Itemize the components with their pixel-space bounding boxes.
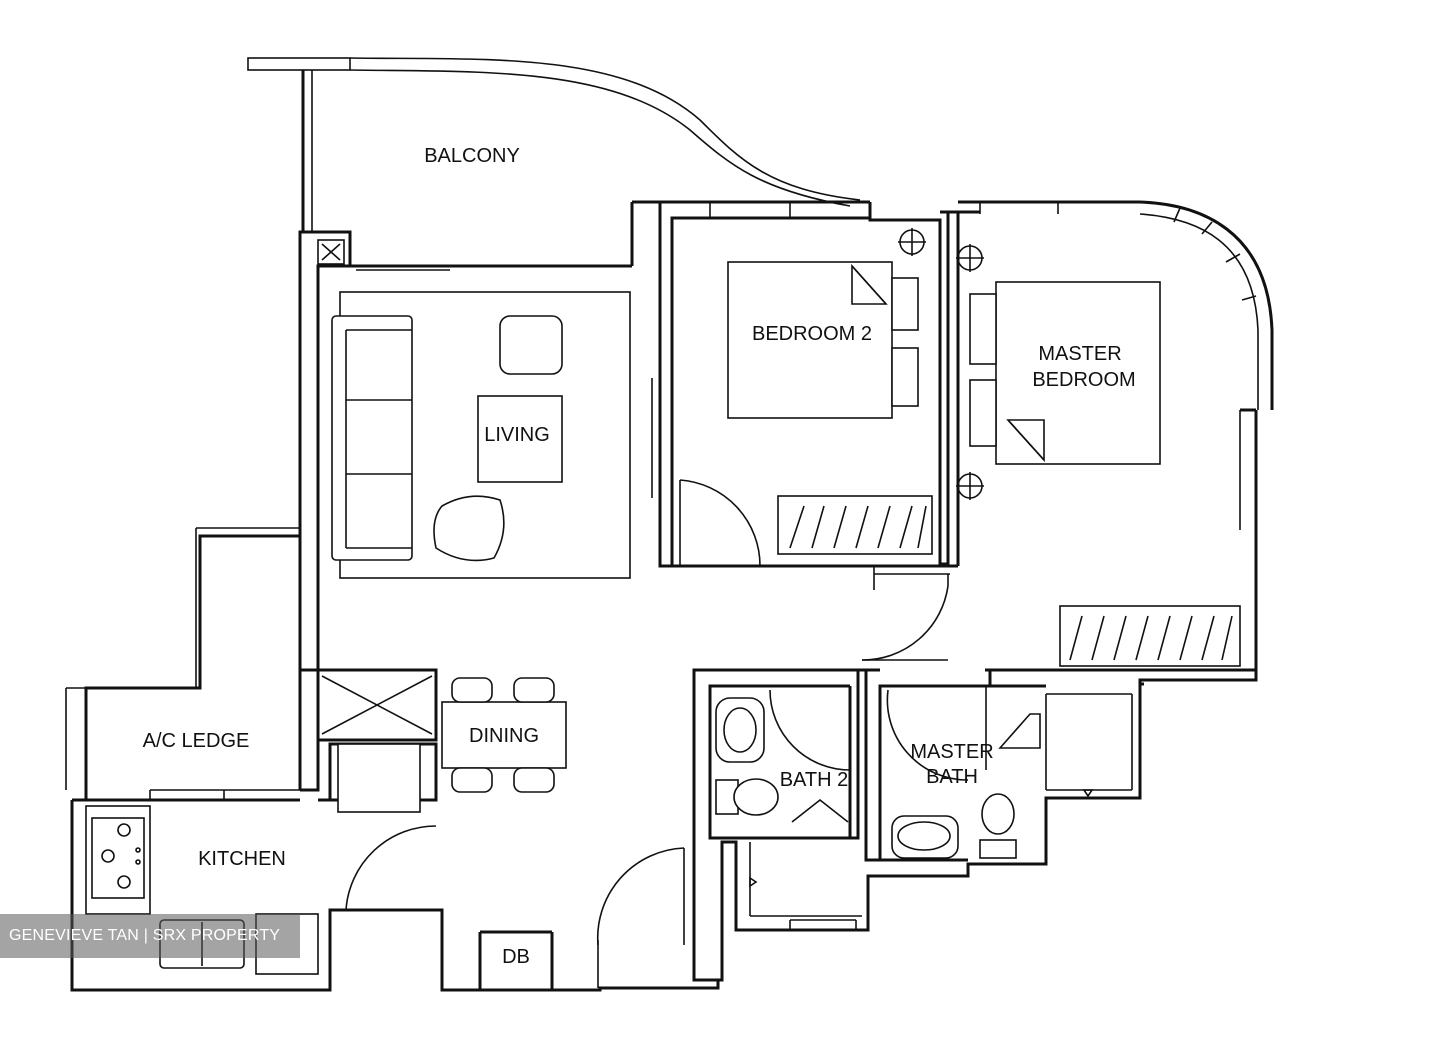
bedroom2-label: BEDROOM 2 xyxy=(752,323,872,345)
master-bedroom-label-line2: BEDROOM xyxy=(1032,369,1135,391)
bedroom2-furniture xyxy=(727,228,933,555)
dining-label: DINING xyxy=(469,725,539,747)
master-bedroom-furniture xyxy=(956,244,1241,667)
master-bath-label-line2: BATH xyxy=(926,766,978,788)
master-wardrobe-hangers xyxy=(1069,615,1233,661)
bath-fixtures xyxy=(715,697,1017,859)
master-bedroom-label-line1: MASTER xyxy=(1038,343,1121,365)
bath2-label: BATH 2 xyxy=(780,769,849,791)
db-label: DB xyxy=(502,946,530,968)
ac-ledge-label: A/C LEDGE xyxy=(143,730,250,752)
watermark-banner: GENEVIEVE TAN | SRX PROPERTY xyxy=(0,914,300,958)
balcony-area xyxy=(247,57,861,232)
living-label: LIVING xyxy=(484,424,550,446)
exterior-walls xyxy=(65,200,1274,992)
balcony-label: BALCONY xyxy=(424,145,520,167)
kitchen-label: KITCHEN xyxy=(198,848,286,870)
dining-furniture xyxy=(321,675,567,813)
doors xyxy=(345,479,1041,988)
living-furniture xyxy=(317,239,631,579)
master-bath-label-line1: MASTER xyxy=(910,741,993,763)
wardrobe-hangers xyxy=(789,505,927,549)
